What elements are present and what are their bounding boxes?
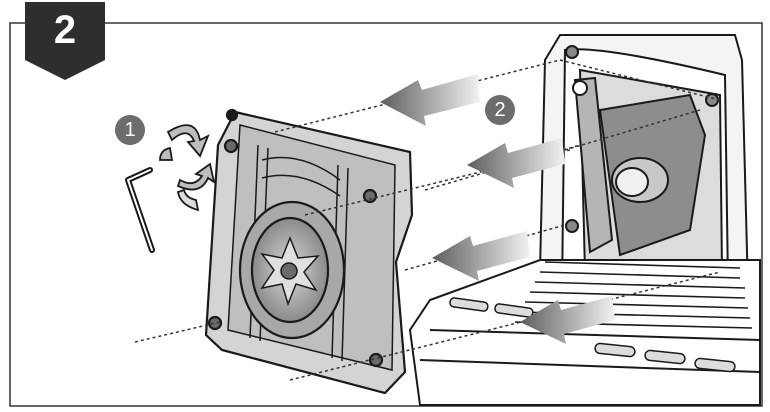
frame-border — [9, 22, 763, 407]
removal-arrow-icon — [380, 74, 615, 344]
screw-bottom-left — [207, 315, 223, 331]
step-number: 2 — [53, 8, 77, 52]
rotation-arrows-icon — [159, 124, 216, 212]
hex-key-icon — [125, 167, 155, 253]
side-cover — [204, 108, 414, 395]
machine-housing — [538, 34, 750, 301]
machine-base — [408, 259, 761, 406]
callout-2: 2 — [485, 95, 515, 125]
impeller-icon — [260, 235, 320, 307]
step-badge: 2 — [25, 2, 105, 80]
screw-top-right — [362, 188, 378, 204]
screw-top-left — [223, 138, 239, 154]
callout-1: 1 — [115, 115, 145, 145]
